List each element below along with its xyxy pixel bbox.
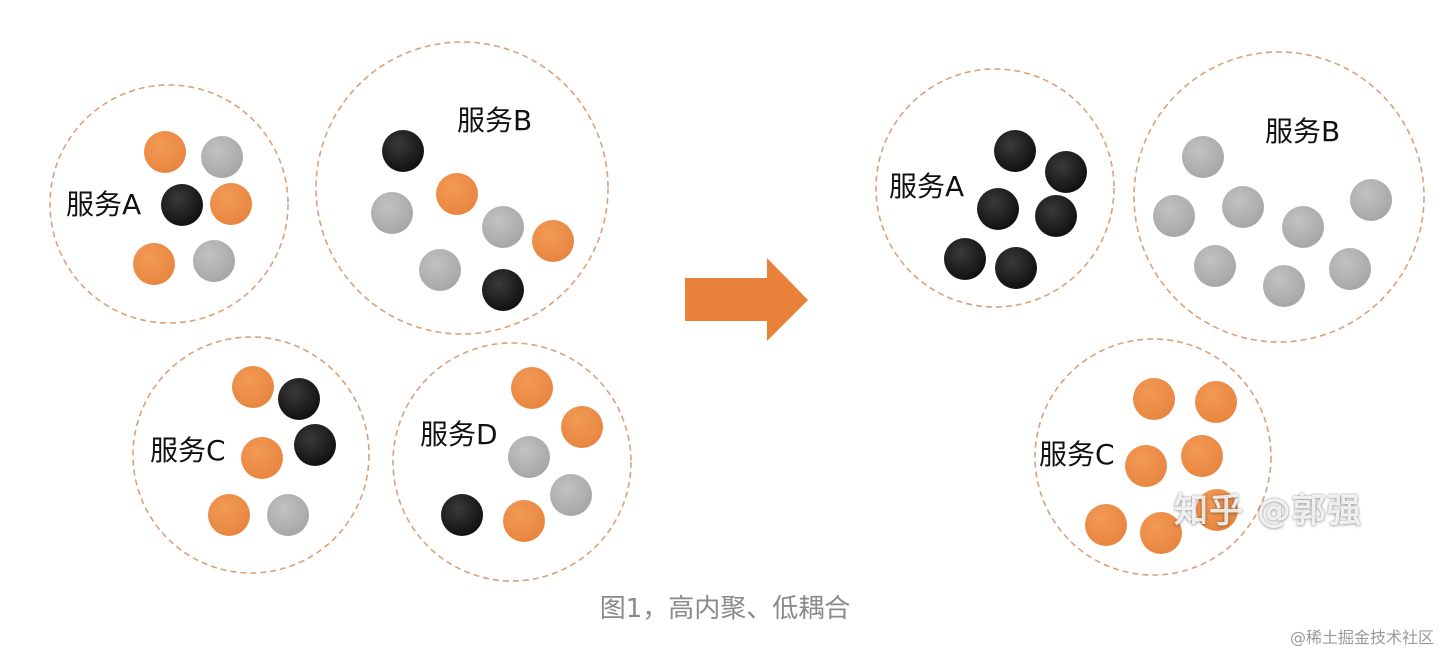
after-service-1-ball-black [977, 188, 1019, 230]
after-service-1-ball-black [995, 247, 1037, 289]
after-service-2-ball-gray [1182, 136, 1224, 178]
before-service-2-ball-black [482, 269, 524, 311]
after-service-3-ball-orange [1140, 512, 1182, 554]
before-service-boundary-1 [49, 84, 289, 324]
before-service-4-ball-orange [561, 406, 603, 448]
after-service-2-ball-gray [1222, 186, 1264, 228]
figure-caption: 图1，高内聚、低耦合 [599, 594, 851, 624]
before-service-1-ball-orange [133, 243, 175, 285]
before-service-2-ball-gray [482, 206, 524, 248]
before-service-2-ball-black [382, 130, 424, 172]
after-service-2-ball-gray [1282, 206, 1324, 248]
after-service-1-ball-black [1045, 151, 1087, 193]
after-service-label: 服务A [889, 170, 964, 203]
after-service-1-ball-black [1035, 195, 1077, 237]
before-service-2-ball-gray [371, 192, 413, 234]
before-service-3-ball-orange [208, 494, 250, 536]
before-service-4-ball-orange [503, 500, 545, 542]
before-service-label: 服务A [66, 188, 141, 221]
after-service-1-ball-black [944, 238, 986, 280]
after-service-3-ball-orange [1085, 504, 1127, 546]
before-service-4-ball-gray [550, 474, 592, 516]
before-service-boundary-3 [132, 336, 370, 574]
after-service-boundary-2 [1133, 51, 1425, 343]
after-service-boundary-3 [1034, 338, 1272, 576]
before-service-2-ball-gray [419, 249, 461, 291]
after-service-3-ball-orange [1181, 435, 1223, 477]
source-credit: @稀土掘金技术社区 [1289, 628, 1434, 647]
right-arrow-icon [685, 258, 808, 341]
after-service-3-ball-orange [1133, 378, 1175, 420]
after-service-2-ball-gray [1329, 248, 1371, 290]
before-service-4-ball-gray [508, 436, 550, 478]
before-service-1-ball-black [161, 184, 203, 226]
before-service-1-ball-orange [144, 131, 186, 173]
before-service-2-ball-orange [532, 220, 574, 262]
before-service-label: 服务C [150, 434, 226, 467]
after-service-2-ball-gray [1153, 195, 1195, 237]
before-service-1-ball-orange [210, 183, 252, 225]
before-service-boundary-4 [392, 342, 632, 582]
before-service-3-ball-black [278, 378, 320, 420]
before-service-3-ball-orange [241, 437, 283, 479]
after-service-3-ball-orange [1196, 489, 1238, 531]
before-service-label: 服务B [457, 104, 532, 137]
after-service-3-ball-orange [1195, 381, 1237, 423]
before-service-1-ball-gray [201, 136, 243, 178]
after-service-label: 服务B [1265, 115, 1340, 148]
after-service-3-ball-orange [1125, 445, 1167, 487]
zhihu-watermark: 知乎 @郭强 [1174, 491, 1362, 531]
before-service-3-ball-orange [232, 366, 274, 408]
before-service-2-ball-orange [436, 173, 478, 215]
after-service-2-ball-gray [1350, 179, 1392, 221]
before-service-3-ball-black [294, 424, 336, 466]
after-service-boundary-1 [875, 68, 1115, 308]
before-service-3-ball-gray [267, 494, 309, 536]
after-service-1-ball-black [994, 130, 1036, 172]
before-service-4-ball-black [441, 494, 483, 536]
before-service-1-ball-gray [193, 240, 235, 282]
before-service-label: 服务D [420, 418, 498, 451]
after-service-2-ball-gray [1194, 245, 1236, 287]
after-service-label: 服务C [1039, 438, 1115, 471]
after-service-2-ball-gray [1263, 265, 1305, 307]
before-service-boundary-2 [315, 41, 609, 335]
before-service-4-ball-orange [511, 367, 553, 409]
